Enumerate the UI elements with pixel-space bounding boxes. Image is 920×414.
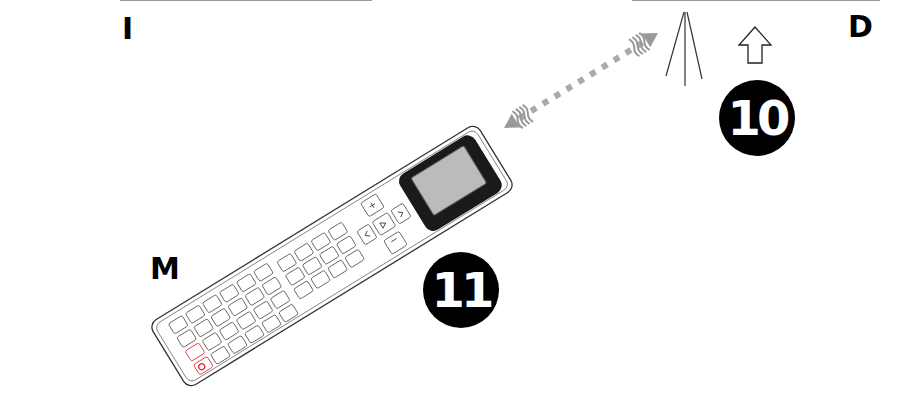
receiver-lines: [666, 12, 702, 86]
callout-circle: 10: [719, 80, 795, 156]
edge-line: [632, 0, 880, 1]
part-letter: M: [150, 254, 180, 284]
callout-circle: 11: [423, 252, 499, 328]
part-letter: I: [122, 14, 133, 44]
part-letter: D: [848, 12, 873, 42]
up-arrow: [739, 27, 771, 63]
remote-control: [149, 123, 516, 389]
ir-signal: [499, 24, 663, 136]
edge-line: [120, 0, 372, 1]
callout-number: 11: [423, 252, 499, 328]
callout-number: 10: [719, 80, 795, 156]
